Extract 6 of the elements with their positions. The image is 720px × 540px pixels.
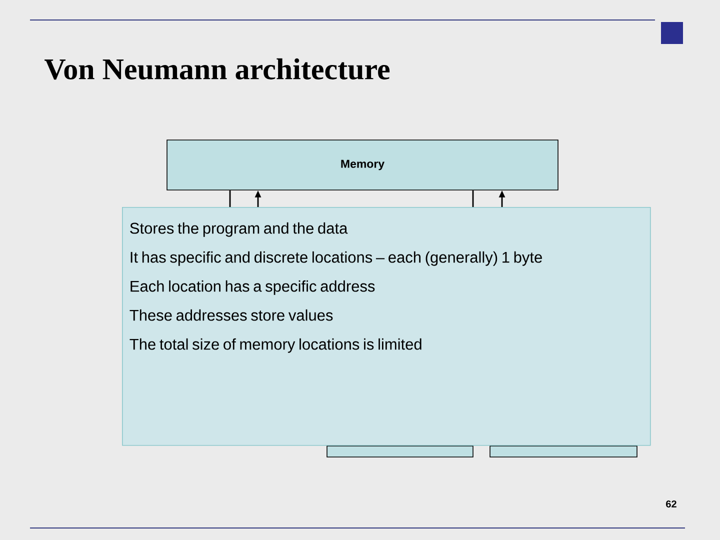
memory-box: Memory [166, 140, 558, 190]
page-number: 62 [666, 500, 676, 508]
box [326, 446, 474, 458]
box [490, 446, 638, 458]
callout-box: Stores the program and the data It has specific and discrete locations – each (generally) 1 byte Each location has a specific address These addresses store values The total size of memory locations is limited [122, 207, 651, 446]
title: Von Neumann architecture [44, 58, 390, 80]
